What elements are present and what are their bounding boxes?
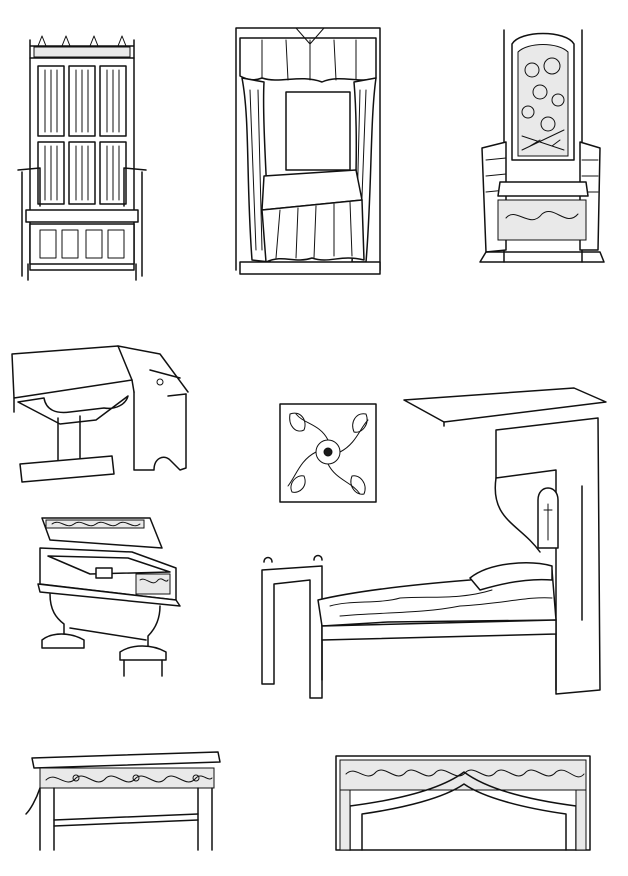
carved-bench-table-drawing: [26, 752, 220, 850]
canopy-bed-drawing: [236, 28, 380, 274]
carved-throne-chair-drawing: [480, 30, 604, 262]
rosette-carving: [288, 413, 368, 494]
half-tester-bed-drawing: [262, 388, 606, 698]
sloped-writing-desk-drawing: [12, 346, 188, 482]
gothic-armchair-drawing: [18, 36, 146, 280]
carved-tile-drawing: [280, 404, 376, 502]
vine-carving: [522, 58, 564, 150]
writing-box-table-drawing: [38, 518, 180, 676]
carved-arch-frieze-drawing: [336, 756, 590, 850]
linenfold-panels: [38, 66, 126, 204]
